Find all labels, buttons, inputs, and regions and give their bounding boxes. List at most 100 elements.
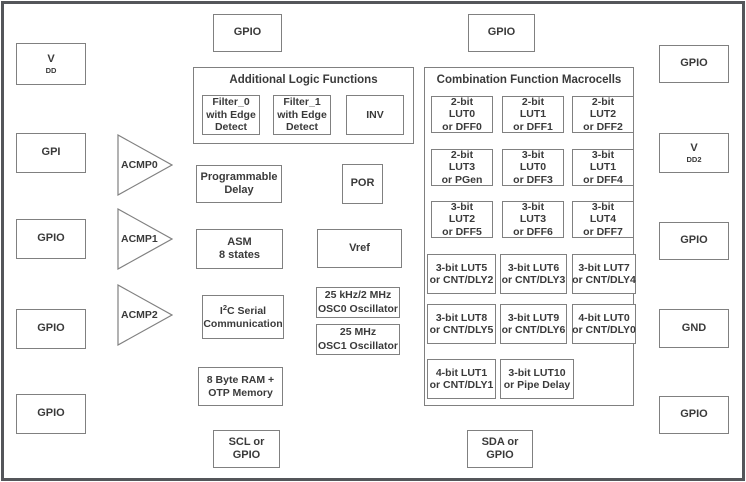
block-label-line: or CNT/DLY0 [572,324,636,336]
block-label-line: OSC0 Oscillator [318,302,398,315]
block-label-line: LUT4 [589,213,617,226]
block-label-line: or CNT/DLY3 [501,274,566,286]
block-label-line: 3-bit LUT6 [507,261,560,274]
block-label-line: or PGen [441,173,483,186]
block-label-line: 3-bit LUT10 [508,366,566,379]
block-label-line: ASM [227,235,252,248]
block-label-line: LUT3 [519,213,547,226]
block-label-line: 3-bit [521,200,545,213]
block-label-line: 8 Byte RAM + [206,373,275,386]
block-label-line: Delay [224,184,254,196]
pin-left-4-gpio: GPIO [16,309,86,349]
subscript-text: DD [45,66,57,76]
superscript-text: 2 [222,303,227,313]
block-por: POR [342,164,383,204]
block-label-line: or DFF6 [513,225,553,238]
block-label-line: 25 MHz [339,326,377,339]
block-label-line: 8 states [219,249,260,261]
block-label-line: or DFF3 [513,173,553,186]
block-label-line: or DFF1 [513,120,553,133]
pin-left-3-gpio: GPIO [16,219,86,259]
logic-block-inv: INV [346,95,404,135]
block-vref: Vref [317,229,402,268]
block-label-line: with Edge [206,108,256,121]
block-label-line: 4-bit LUT0 [578,311,630,324]
block-label-line: with Edge [277,108,327,121]
block-label-line: or DFF4 [583,173,623,186]
block-label-line: or CNT/DLY1 [429,379,494,391]
block-label-line: LUT1 [519,108,547,121]
pin-bottom-2-sda-or-gpio: SDA or GPIO [467,430,533,468]
pin-top-2-gpio: GPIO [468,14,535,52]
subscript-text: DD2 [686,155,702,165]
block-label-line: 2-bit [591,95,615,108]
block-label-line: LUT0 [448,108,476,121]
block-label-line: or DFF7 [583,225,623,238]
block-label-line: LUT0 [519,161,547,174]
block-label-line: OTP Memory [208,386,273,399]
comparator-acmp0: ACMP0 [117,134,173,196]
block-label-line: 3-bit [591,200,615,213]
pin-right-4-gnd: GND [659,309,729,348]
block-label-line: or CNT/DLY2 [429,274,494,286]
block-label-line: INV [366,108,384,121]
comparator-label: ACMP1 [121,233,158,245]
comparator-acmp2: ACMP2 [117,284,173,346]
block-label-line: 2-bit [450,148,474,161]
block-label-line: Filter_0 [212,96,250,109]
block-label-line: Programmable [200,170,278,183]
block-ram-otp-memory: 8 Byte RAM +OTP Memory [198,367,283,406]
block-label-line: or DFF2 [583,120,623,133]
block-label-line: POR [350,177,375,190]
comparator-triangle-icon [117,208,173,270]
block-label-line: LUT1 [589,161,617,174]
pin-left-5-gpio: GPIO [16,394,86,434]
block-label-line: Vref [349,241,370,254]
comparator-label: ACMP0 [121,159,158,171]
block-label-line: 3-bit [521,148,545,161]
block-label-line: Detect [285,121,319,134]
block-label-line: 4-bit LUT1 [435,366,488,379]
comparator-label: ACMP2 [121,309,158,321]
block-label-line: 3-bit [450,200,474,213]
block-label-line: 25 kHz/2 MHz [324,289,392,302]
block-label-line: 3-bit LUT5 [435,261,488,274]
block-label-line: or CNT/DLY6 [501,324,566,336]
pin-bottom-1-scl-or-gpio: SCL or GPIO [213,430,280,468]
block-label-line: LUT2 [589,108,617,121]
pin-right-1-gpio: GPIO [659,45,729,83]
combination-function-macrocells-title: Combination Function Macrocells [436,74,622,86]
block-label-line: or DFF0 [442,120,482,133]
block-label-line: 3-bit [591,148,615,161]
block-label-line: Filter_1 [283,96,321,109]
block-label-line: Detect [214,121,248,134]
comparator-triangle-icon [117,284,173,346]
pin-top-1-gpio: GPIO [213,14,282,52]
block-label-line: 3-bit LUT7 [578,261,630,274]
